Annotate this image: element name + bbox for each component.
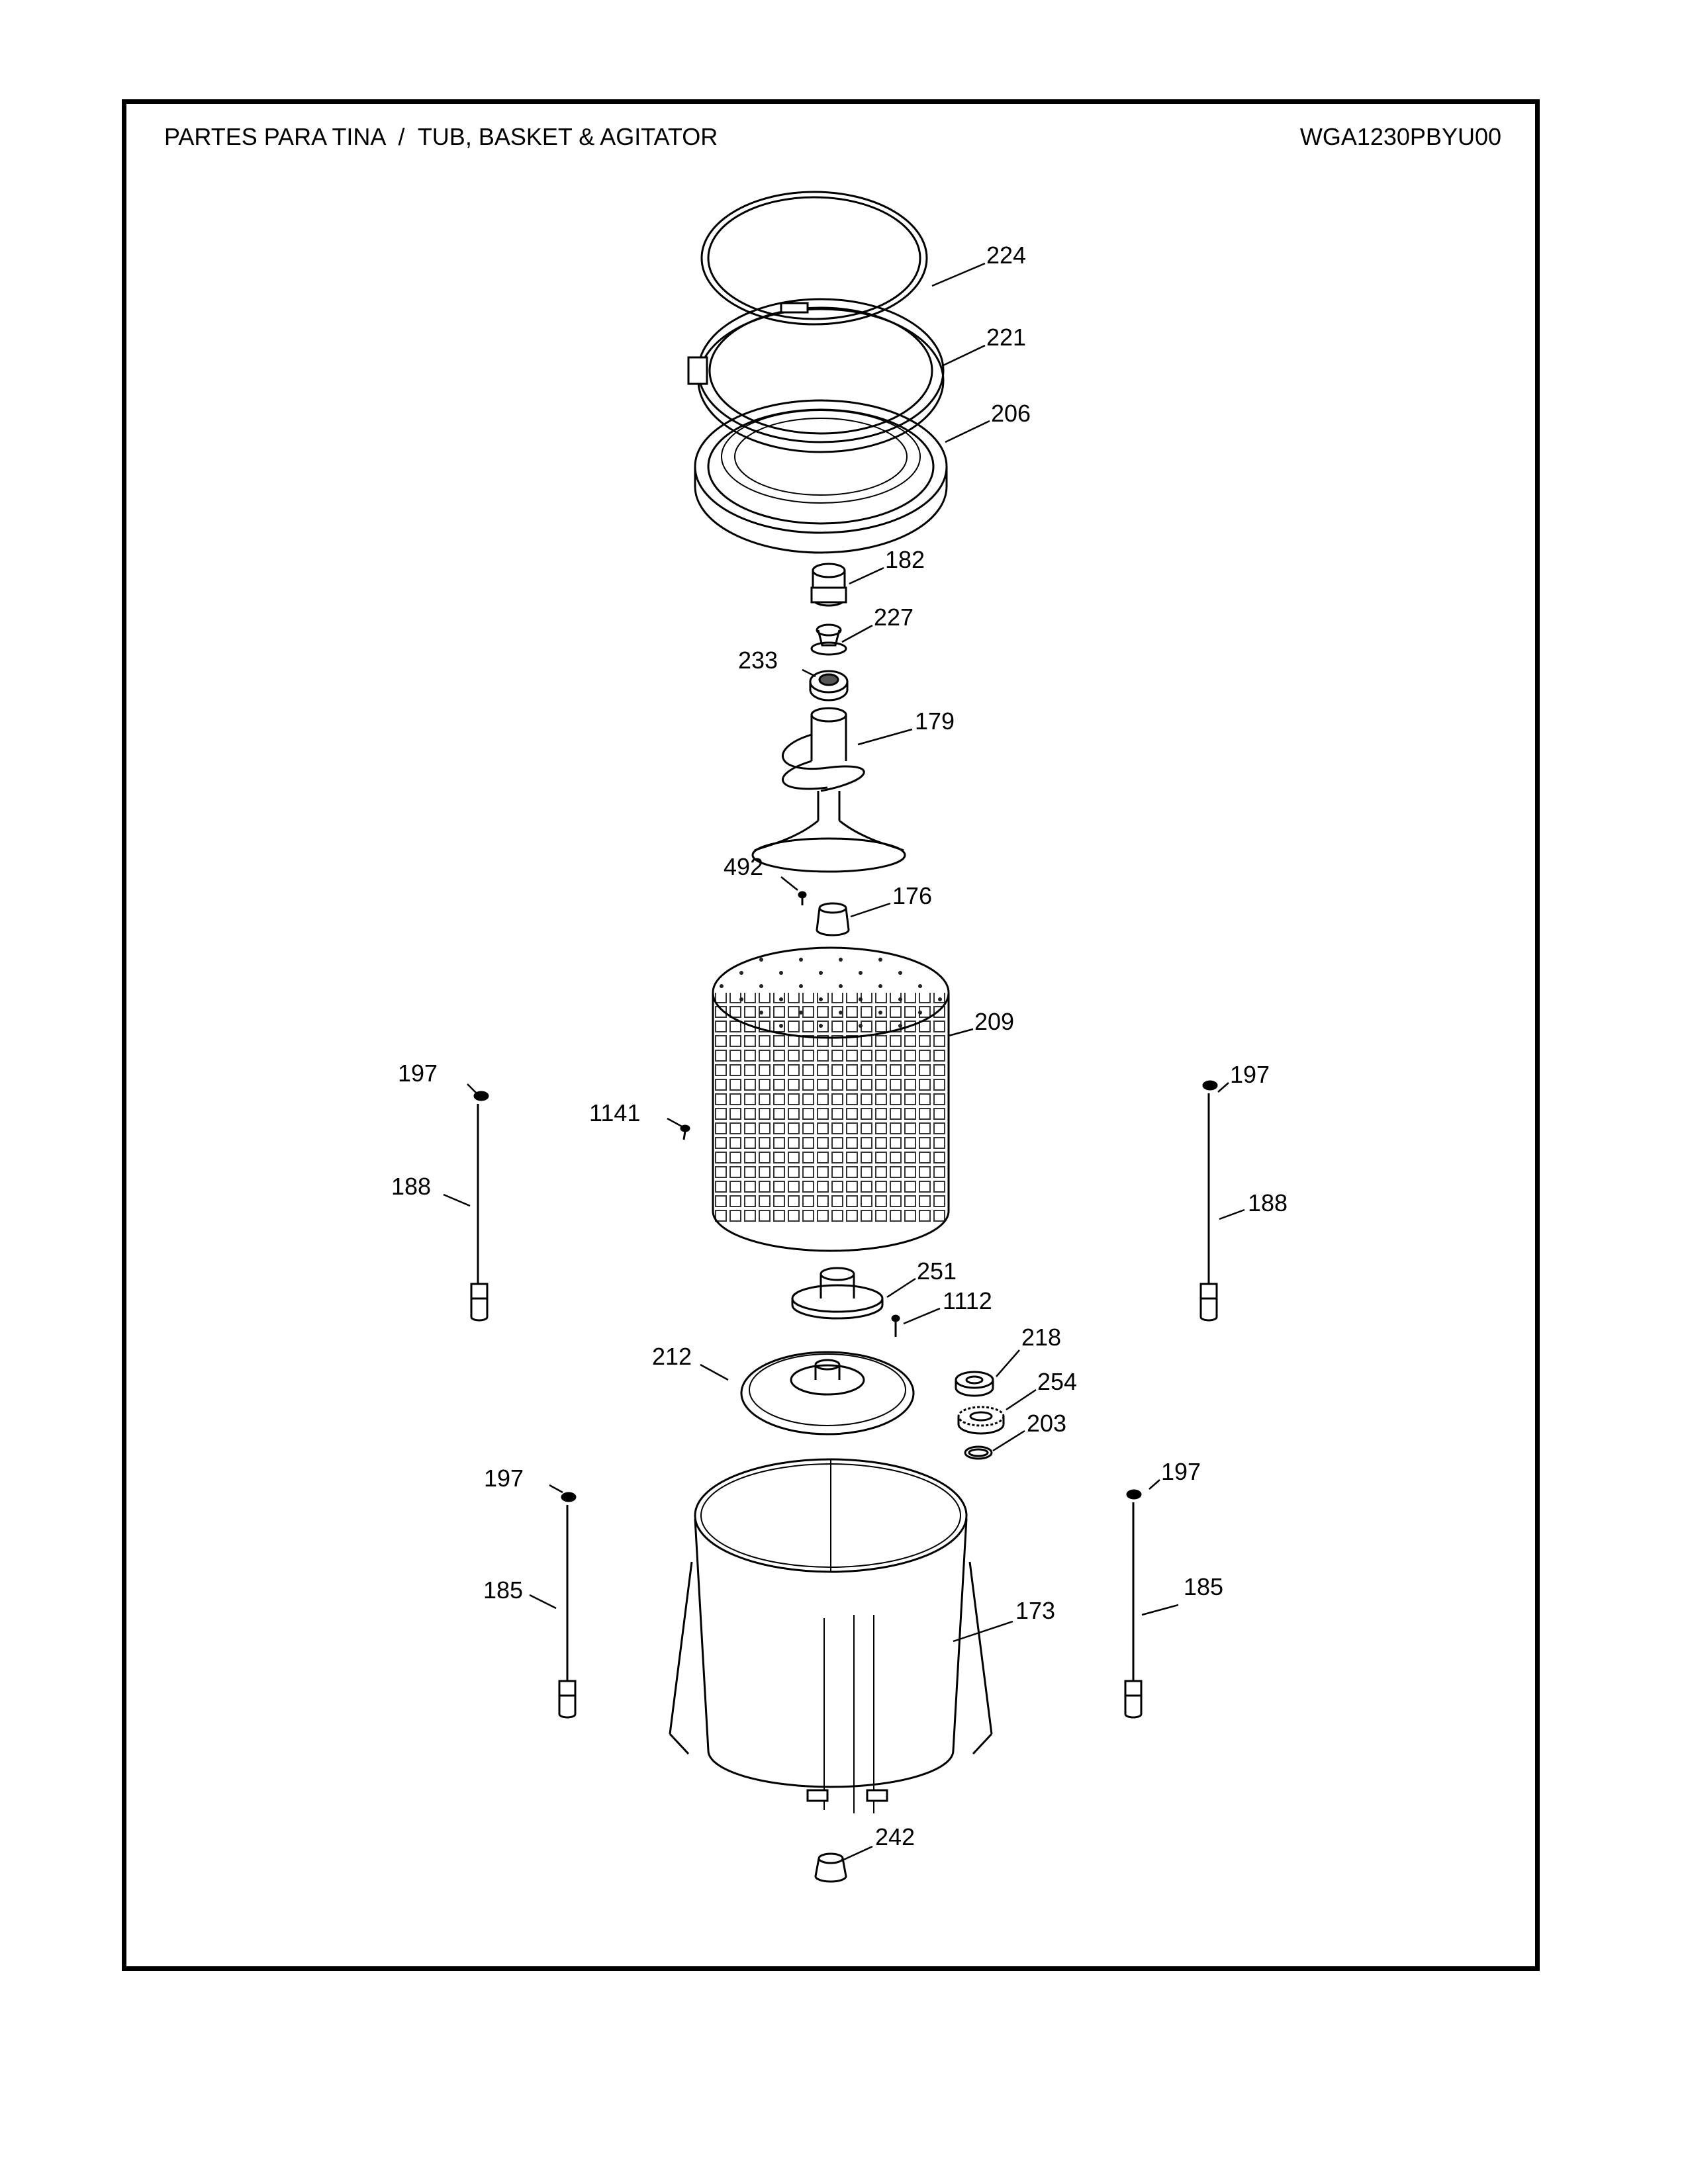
callout-182: 182 xyxy=(885,546,925,573)
callout-206: 206 xyxy=(991,400,1031,427)
part-197-188-suspension-rod-upper-right xyxy=(1199,1080,1218,1322)
callout-197-upper-left: 197 xyxy=(398,1060,438,1087)
callout-242: 242 xyxy=(875,1823,915,1850)
part-197-185-suspension-rod-lower-right xyxy=(1124,1489,1143,1719)
part-224-lid-ring xyxy=(700,191,928,326)
callout-203: 203 xyxy=(1027,1410,1066,1437)
callout-197-upper-right: 197 xyxy=(1230,1061,1270,1088)
callout-227: 227 xyxy=(874,604,914,631)
part-212-mounting-plate xyxy=(740,1351,915,1435)
part-209-basket xyxy=(712,946,950,1252)
callout-1141: 1141 xyxy=(589,1099,640,1126)
part-218-nut xyxy=(955,1371,994,1397)
callout-185-right: 185 xyxy=(1184,1573,1223,1600)
part-1141-screw xyxy=(680,1124,690,1140)
callout-254: 254 xyxy=(1037,1368,1077,1395)
part-1112-bolt xyxy=(891,1314,900,1337)
model-number: WGA1230PBYU00 xyxy=(1299,123,1501,150)
part-203-o-ring xyxy=(964,1445,993,1460)
part-227-agitator-dogs xyxy=(810,623,847,656)
callout-188-left: 188 xyxy=(391,1173,431,1200)
part-206-balance-ring xyxy=(694,399,948,554)
part-233-cam xyxy=(809,670,849,702)
part-197-188-suspension-rod-upper-left xyxy=(470,1091,489,1322)
part-182-agitator-cap xyxy=(810,563,847,607)
callout-221: 221 xyxy=(986,324,1026,351)
callout-218: 218 xyxy=(1021,1324,1061,1351)
part-197-185-suspension-rod-lower-left xyxy=(558,1492,577,1719)
callout-197-lower-right: 197 xyxy=(1161,1458,1201,1485)
diagram-title: PARTES PARA TINA / TUB, BASKET & AGITATO… xyxy=(164,123,718,150)
callout-224: 224 xyxy=(986,242,1026,269)
callout-197-lower-left: 197 xyxy=(484,1465,524,1492)
callout-212: 212 xyxy=(652,1343,692,1370)
part-221-tub-cover xyxy=(687,298,945,453)
part-173-outer-tub xyxy=(669,1458,993,1813)
part-242-foot xyxy=(814,1852,847,1883)
callout-179: 179 xyxy=(915,707,955,735)
callout-251: 251 xyxy=(917,1257,957,1285)
callout-185-left: 185 xyxy=(483,1576,523,1604)
callout-188-right: 188 xyxy=(1248,1189,1288,1216)
part-251-hub xyxy=(791,1267,884,1320)
callout-leaders xyxy=(443,262,1245,1862)
part-179-agitator xyxy=(751,707,906,873)
callout-209: 209 xyxy=(974,1008,1014,1035)
callout-233: 233 xyxy=(738,647,778,674)
part-254-spanner-nut xyxy=(957,1406,1005,1435)
callout-492: 492 xyxy=(724,853,763,880)
callout-1112: 1112 xyxy=(943,1287,992,1314)
diagram-frame xyxy=(122,99,1540,1971)
part-176-coupling xyxy=(816,902,850,936)
callout-176: 176 xyxy=(892,882,932,909)
callout-173: 173 xyxy=(1015,1597,1055,1624)
part-492-screw xyxy=(798,891,807,905)
